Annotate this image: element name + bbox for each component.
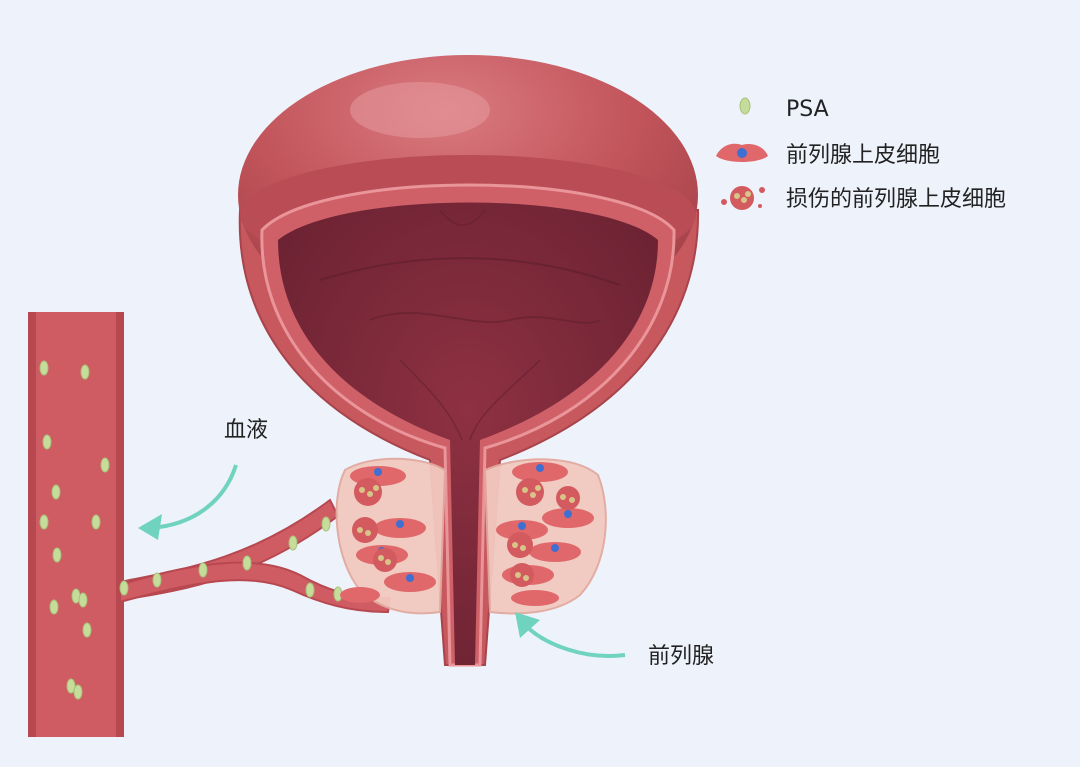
legend-psa-label: PSA (786, 96, 829, 122)
damaged-cell-icon (712, 180, 770, 214)
psa-particles-blood (39, 360, 343, 700)
blood-label: 血液 (224, 418, 269, 443)
bladder (238, 55, 700, 667)
legend-epithelial: 前列腺上皮细胞 (712, 136, 940, 170)
legend-epithelial-label: 前列腺上皮细胞 (786, 143, 941, 168)
epithelial-cell-icon (712, 136, 770, 170)
legend-psa: PSA (712, 92, 829, 126)
arrow-to-blood (138, 464, 238, 540)
prostate-label: 前列腺 (648, 644, 715, 669)
blood-vessel (28, 312, 392, 737)
legend-damaged-label: 损伤的前列腺上皮细胞 (786, 187, 1007, 212)
psa-icon (712, 92, 770, 126)
legend-damaged: 损伤的前列腺上皮细胞 (712, 180, 1006, 214)
damaged-cells (352, 478, 580, 587)
arrow-to-prostate (515, 612, 626, 658)
